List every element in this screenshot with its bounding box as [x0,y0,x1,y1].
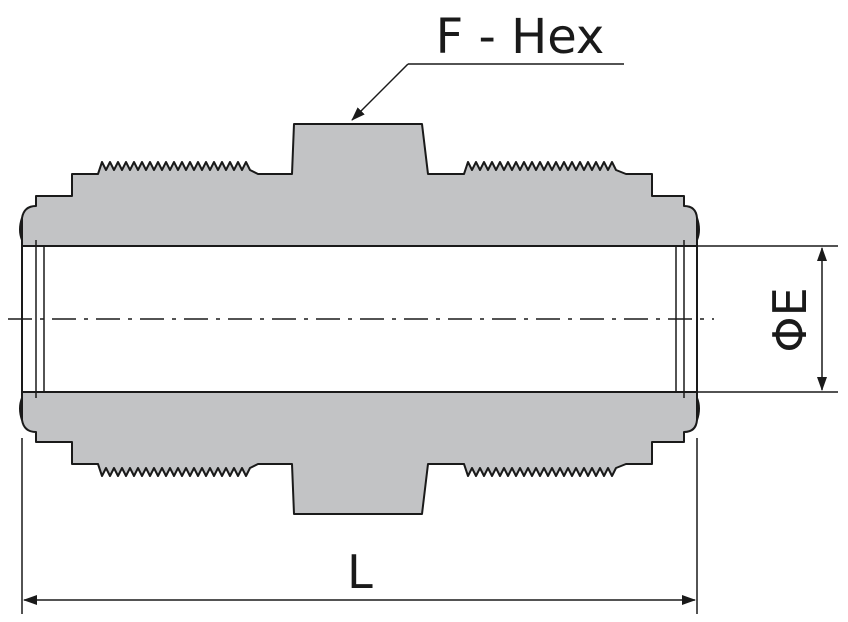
fitting-lower-wall [21,391,698,515]
diameter-dimension [684,245,838,393]
diameter-label: ΦE [763,287,817,352]
hex-leader [351,63,624,121]
fitting-upper-wall [21,123,698,247]
hex-label: F - Hex [436,9,605,65]
length-dimension [21,438,698,614]
length-label: L [347,545,373,599]
